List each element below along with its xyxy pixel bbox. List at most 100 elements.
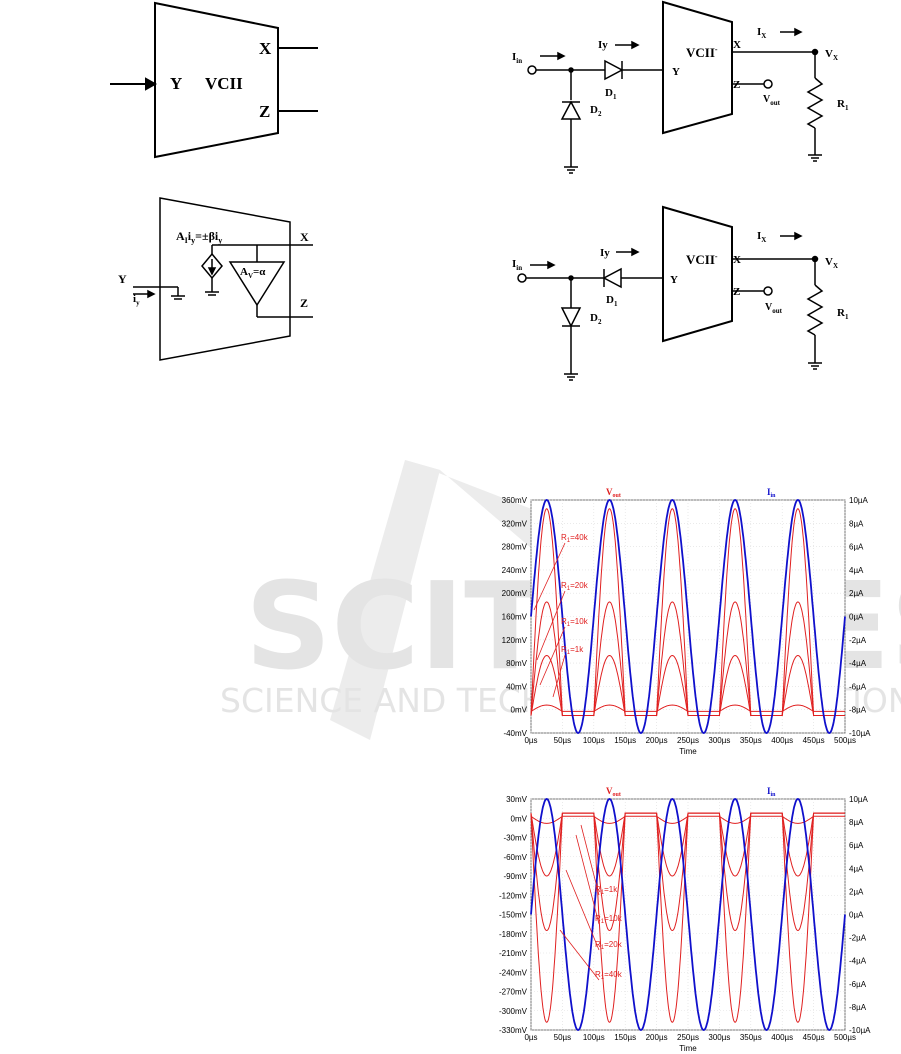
right-tick-label: 10µA: [849, 795, 869, 804]
vcii-symbol-body: [154, 1, 279, 159]
series-annotation: R1=1k: [595, 885, 618, 896]
vcii-z-label: Z: [259, 102, 270, 121]
left-tick-label: 360mV: [502, 496, 528, 505]
annotation-value: =1k: [570, 645, 584, 654]
iin-series-line: [530, 798, 846, 1031]
vout-legend-title: Vout: [606, 786, 621, 798]
x-tick-label: 100µs: [583, 736, 605, 745]
right-tick-label: 6µA: [849, 543, 864, 552]
iin-terminal: [527, 65, 537, 75]
model-x-label: X: [300, 230, 309, 244]
annotation-r: R: [561, 617, 567, 626]
annotation-leader: [552, 654, 566, 698]
top-block-label: VCII-: [686, 45, 718, 60]
annotation-leader: [580, 824, 600, 896]
bot-y-label: Y: [670, 274, 678, 286]
left-tick-label: 0mV: [511, 814, 528, 823]
top-iy-label: Iy: [598, 39, 608, 51]
vcii-minus-block: [662, 0, 733, 135]
top-y-label: Y: [672, 66, 680, 78]
voltage-buffer: [228, 261, 286, 307]
x-tick-label: 300µs: [708, 1033, 730, 1042]
vout-series-line: [530, 812, 845, 1023]
vout-title-main: V: [606, 487, 613, 497]
bot-iin-label: Iin: [512, 258, 522, 272]
iin-series-line: [530, 499, 846, 734]
annotation-sub: 1: [567, 538, 571, 544]
vout-title-sub: out: [613, 493, 621, 499]
right-tick-label: 2µA: [849, 887, 864, 896]
vcii-y-label: Y: [170, 74, 182, 93]
bot-x-label: X: [733, 254, 741, 266]
right-tick-label: 0µA: [849, 613, 864, 622]
left-tick-label: 280mV: [502, 543, 528, 552]
annotation-sub: 1: [601, 975, 605, 981]
vcii-model: [133, 197, 313, 361]
right-tick-label: -8µA: [849, 706, 867, 715]
left-tick-label: -300mV: [499, 1007, 528, 1016]
right-tick-label: -4µA: [849, 957, 867, 966]
left-tick-label: -150mV: [499, 911, 528, 920]
top-d1-label: D1: [605, 87, 617, 101]
series-annotation: R1=20k: [595, 940, 623, 951]
bot-d1-label: D1: [606, 294, 618, 308]
x-tick-label: 50µs: [554, 1033, 572, 1042]
right-tick-label: 4µA: [849, 566, 864, 575]
annotation-sub: 1: [601, 919, 605, 925]
x-tick-label: 100µs: [583, 1033, 605, 1042]
left-tick-label: 80mV: [506, 659, 528, 668]
top-vout-label: Vout: [763, 94, 781, 107]
x-axis-label: Time: [679, 747, 697, 756]
buffer-gain-label: AV=α: [240, 266, 266, 280]
bot-vout-label: Vout: [765, 302, 783, 315]
x-tick-label: 400µs: [771, 1033, 793, 1042]
annotation-r: R: [561, 645, 567, 654]
annotation-value: =10k: [604, 914, 623, 923]
series-annotation: R1=20k: [561, 581, 589, 592]
top-vx-label: VX: [825, 48, 838, 62]
left-tick-label: -60mV: [503, 853, 527, 862]
right-tick-label: -10µA: [849, 1026, 871, 1035]
x-tick-label: 0µs: [524, 736, 537, 745]
x-tick-label: 500µs: [834, 1033, 856, 1042]
left-tick-label: -180mV: [499, 930, 528, 939]
annotation-leader: [559, 929, 600, 981]
left-tick-label: -270mV: [499, 988, 528, 997]
right-tick-label: -6µA: [849, 682, 867, 691]
x-tick-label: 450µs: [803, 736, 825, 745]
bot-z-label: Z: [733, 286, 740, 298]
vcii-model-body: [159, 197, 291, 361]
iin-legend-title: Iin: [767, 786, 776, 798]
annotation-value: =40k: [570, 533, 589, 542]
annotation-sub: 1: [601, 890, 605, 896]
diode-d2-b: [560, 307, 582, 328]
annotation-leader: [539, 626, 566, 686]
chart-vout-negative: 30mV0mV-30mV-60mV-90mV-120mV-150mV-180mV…: [499, 786, 871, 1053]
model-z-label: Z: [300, 296, 308, 310]
left-tick-label: 0mV: [511, 706, 528, 715]
left-tick-label: -90mV: [503, 872, 527, 881]
chart-vout-positive: 360mV320mV280mV240mV200mV160mV120mV80mV4…: [502, 487, 872, 756]
watermark-logo-shape-2: [405, 460, 560, 560]
annotation-r: R: [595, 914, 601, 923]
vout-title-main: V: [606, 786, 613, 796]
series-annotation: R1=40k: [561, 533, 589, 544]
vcii-name: VCII: [205, 74, 243, 93]
annotation-leader: [575, 834, 600, 925]
right-tick-label: -4µA: [849, 659, 867, 668]
x-tick-label: 0µs: [524, 1033, 537, 1042]
vcii-minus-block-b: [662, 205, 733, 343]
right-tick-label: 8µA: [849, 519, 864, 528]
right-tick-label: 4µA: [849, 864, 864, 873]
vcii-y-arrowhead: [145, 77, 158, 91]
annotation-value: =20k: [570, 581, 589, 590]
iy-arrow-top-head: [631, 40, 640, 50]
annotation-r: R: [595, 940, 601, 949]
right-tick-label: 0µA: [849, 911, 864, 920]
top-x-label: X: [733, 39, 741, 51]
x-tick-label: 450µs: [803, 1033, 825, 1042]
model-y-label: Y: [118, 272, 127, 286]
x-tick-label: 150µs: [614, 736, 636, 745]
series-annotation: R1=1k: [561, 645, 584, 656]
series-annotation: R1=40k: [595, 970, 623, 981]
